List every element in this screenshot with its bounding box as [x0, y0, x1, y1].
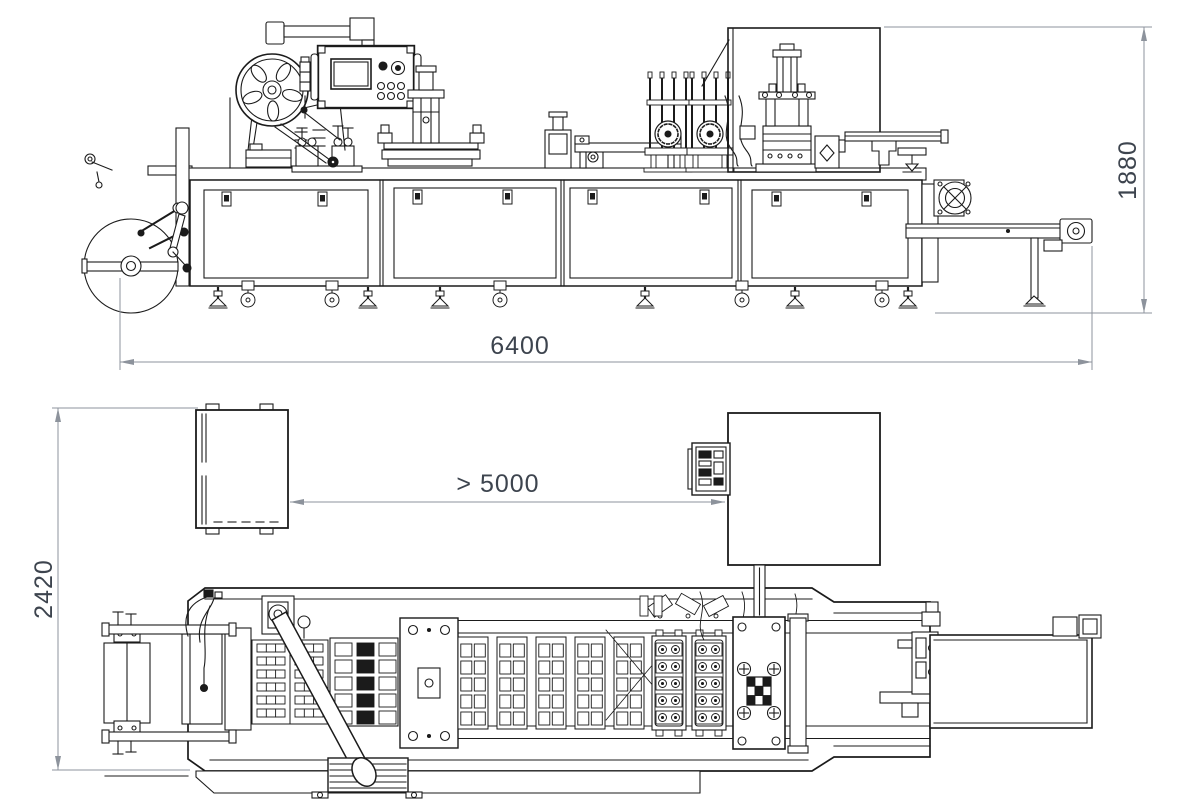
- arrowhead: [55, 756, 61, 770]
- discharge-conveyor: [905, 218, 1093, 307]
- dim-height-label: 1880: [1114, 140, 1142, 200]
- tray-magazines: [643, 71, 753, 173]
- die-plate-plan: [399, 617, 459, 749]
- hmi-button: [378, 61, 388, 71]
- arrowhead: [120, 359, 134, 365]
- unwind-zone-plan: [101, 589, 252, 777]
- side-motor: [933, 179, 972, 217]
- dim-clearance-label: > 5000: [456, 470, 539, 498]
- dimension-overall-height: [884, 26, 1152, 314]
- dimension-overall-length: [119, 246, 1093, 370]
- cutting-plate-plan: [732, 616, 786, 750]
- base-film-unwinder: [81, 97, 259, 314]
- checker-block: [746, 676, 772, 706]
- mold-grid-plan: [329, 637, 399, 727]
- sealing-station: [377, 65, 485, 167]
- conveyor-motor-plan: [1052, 616, 1078, 637]
- hmi-button: [396, 91, 406, 101]
- hmi-panel-plan: [687, 442, 731, 496]
- left-cabinet-plan: [195, 403, 289, 535]
- hmi-button: [386, 81, 396, 91]
- hmi-button: [386, 91, 396, 101]
- arrowhead: [1078, 359, 1092, 365]
- arrowhead: [55, 408, 61, 422]
- plan-view: [101, 403, 1102, 799]
- press-unit: [739, 43, 846, 173]
- hmi-button: [376, 81, 386, 91]
- vision-station: [544, 111, 604, 169]
- base-cabinet: [189, 179, 939, 287]
- exit-bar-plan: [787, 613, 946, 754]
- cross-screw: [736, 661, 782, 721]
- hmi-button: [396, 81, 406, 91]
- dim-length-label: 6400: [490, 332, 550, 360]
- hmi-button: [376, 91, 386, 101]
- valve-unit: [814, 135, 840, 169]
- dimension-overall-width: [52, 407, 198, 771]
- film-feed-rollers: [291, 125, 363, 173]
- arrowhead: [711, 499, 725, 505]
- tray-pocket-strips: [458, 637, 644, 729]
- dim-width-label: 2420: [30, 559, 58, 619]
- lid-film-reel: [235, 53, 346, 168]
- arrowhead: [1141, 299, 1147, 313]
- side-elevation-view: [81, 17, 1093, 314]
- arrowhead: [290, 499, 304, 505]
- hmi-arm: [265, 17, 375, 49]
- hmi-panel: [310, 44, 422, 110]
- labeler-station: [245, 129, 326, 168]
- transfer-rail: [844, 129, 949, 173]
- dimension-clearance: [290, 499, 725, 505]
- changeover-handle: [261, 595, 423, 799]
- discharge-conveyor-plan: [929, 614, 1102, 729]
- signal-tower: [299, 56, 311, 119]
- dimensions: 6400 1880 2420 > 5000: [30, 26, 1152, 771]
- right-cabinet-plan: [687, 412, 881, 566]
- arrowhead: [1141, 27, 1147, 41]
